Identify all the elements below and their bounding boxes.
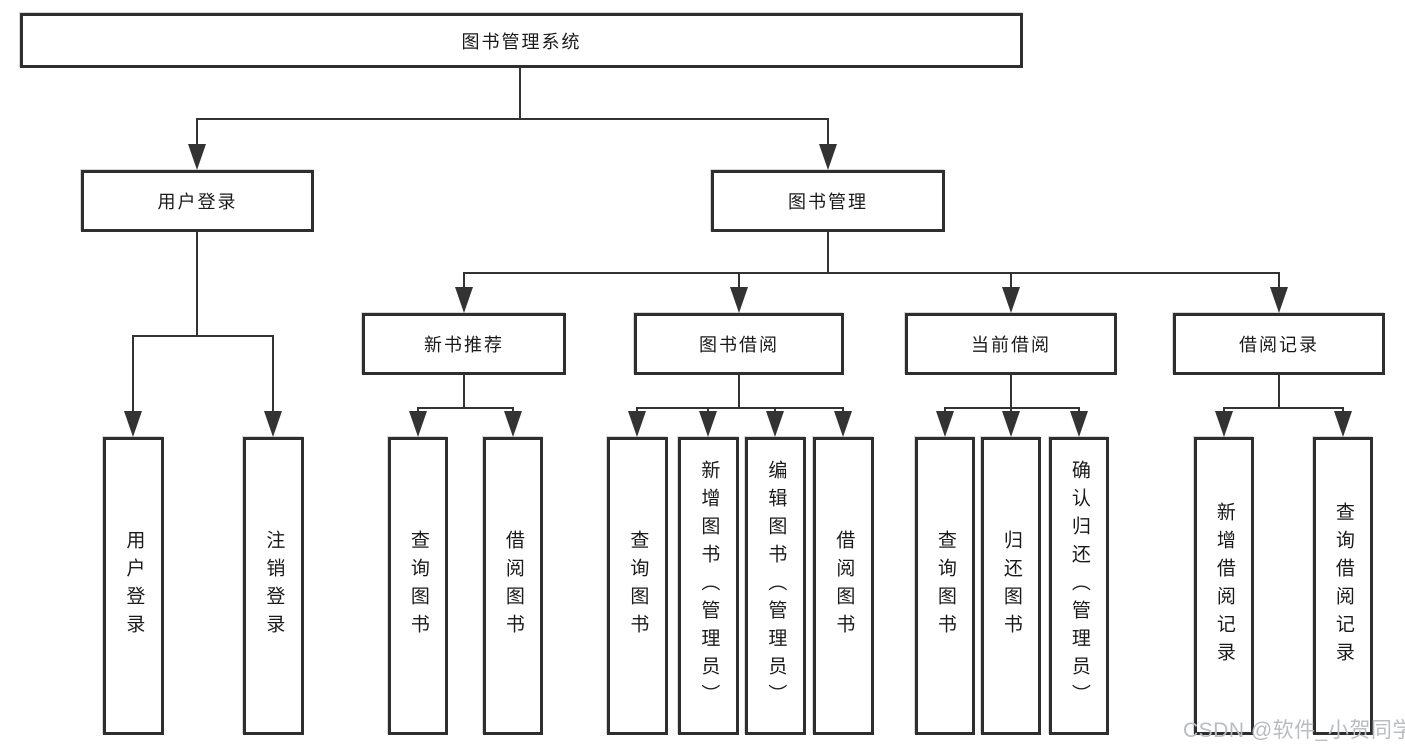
connector-line bbox=[417, 407, 514, 409]
connector-line bbox=[636, 407, 844, 409]
arrow-down-icon bbox=[819, 144, 837, 170]
connector-line bbox=[738, 272, 740, 290]
node-book-borrowing: 图书借阅 bbox=[634, 313, 844, 375]
arrow-down-icon bbox=[628, 411, 646, 437]
connector-line bbox=[1010, 375, 1012, 407]
node-book-management: 图书管理 bbox=[711, 170, 945, 232]
arrow-down-icon bbox=[264, 411, 282, 437]
connector-line bbox=[1278, 272, 1280, 290]
connector-line bbox=[132, 335, 274, 337]
node-leaf-borrow-books: 借阅图书 bbox=[813, 437, 874, 735]
connector-line bbox=[463, 272, 465, 290]
node-new-book-recommend: 新书推荐 bbox=[362, 313, 566, 375]
node-library-system: 图书管理系统 bbox=[20, 13, 1023, 68]
connector-line bbox=[827, 232, 829, 272]
node-leaf-query-books-borrow: 查询图书 bbox=[607, 437, 668, 735]
node-leaf-query-borrow-record: 查询借阅记录 bbox=[1313, 437, 1373, 735]
node-leaf-query-books-current: 查询图书 bbox=[915, 437, 975, 735]
arrow-down-icon bbox=[730, 287, 748, 313]
arrow-down-icon bbox=[936, 411, 954, 437]
connector-line bbox=[132, 335, 134, 413]
connector-line bbox=[1223, 407, 1344, 409]
arrow-down-icon bbox=[1270, 287, 1288, 313]
node-leaf-confirm-return-admin: 确认归还（管理员） bbox=[1049, 437, 1109, 735]
arrow-down-icon bbox=[409, 411, 427, 437]
node-borrowing-records: 借阅记录 bbox=[1173, 313, 1385, 375]
connector-line bbox=[463, 272, 1280, 274]
connector-line bbox=[519, 67, 521, 118]
node-leaf-user-login: 用户登录 bbox=[103, 437, 164, 735]
node-leaf-logout: 注销登录 bbox=[243, 437, 304, 735]
arrow-down-icon bbox=[1002, 287, 1020, 313]
node-leaf-add-books-admin: 新增图书（管理员） bbox=[678, 437, 739, 735]
node-leaf-borrow-books-recommend: 借阅图书 bbox=[483, 437, 543, 735]
arrow-down-icon bbox=[1215, 411, 1233, 437]
arrow-down-icon bbox=[1334, 411, 1352, 437]
arrow-down-icon bbox=[834, 411, 852, 437]
arrow-down-icon bbox=[699, 411, 717, 437]
arrow-down-icon bbox=[124, 411, 142, 437]
arrow-down-icon bbox=[766, 411, 784, 437]
node-user-login: 用户登录 bbox=[81, 170, 314, 232]
connector-line bbox=[738, 375, 740, 407]
node-leaf-return-books: 归还图书 bbox=[981, 437, 1041, 735]
csdn-watermark: CSDN @软件_小贺同学 bbox=[1183, 719, 1405, 742]
connector-line bbox=[1010, 272, 1012, 290]
arrow-down-icon bbox=[455, 287, 473, 313]
connector-line bbox=[272, 335, 274, 413]
node-current-borrowing: 当前借阅 bbox=[905, 313, 1117, 375]
connector-line bbox=[463, 375, 465, 407]
arrow-down-icon bbox=[188, 144, 206, 170]
arrow-down-icon bbox=[1002, 411, 1020, 437]
connector-line bbox=[944, 407, 1080, 409]
connector-line bbox=[196, 118, 198, 148]
node-leaf-add-borrow-record: 新增借阅记录 bbox=[1194, 437, 1254, 735]
connector-line bbox=[1278, 375, 1280, 407]
arrow-down-icon bbox=[504, 411, 522, 437]
node-leaf-edit-books-admin: 编辑图书（管理员） bbox=[745, 437, 806, 735]
node-leaf-query-books-recommend: 查询图书 bbox=[388, 437, 448, 735]
connector-line bbox=[196, 232, 198, 335]
connector-line bbox=[827, 118, 829, 148]
arrow-down-icon bbox=[1070, 411, 1088, 437]
connector-line bbox=[196, 118, 829, 120]
